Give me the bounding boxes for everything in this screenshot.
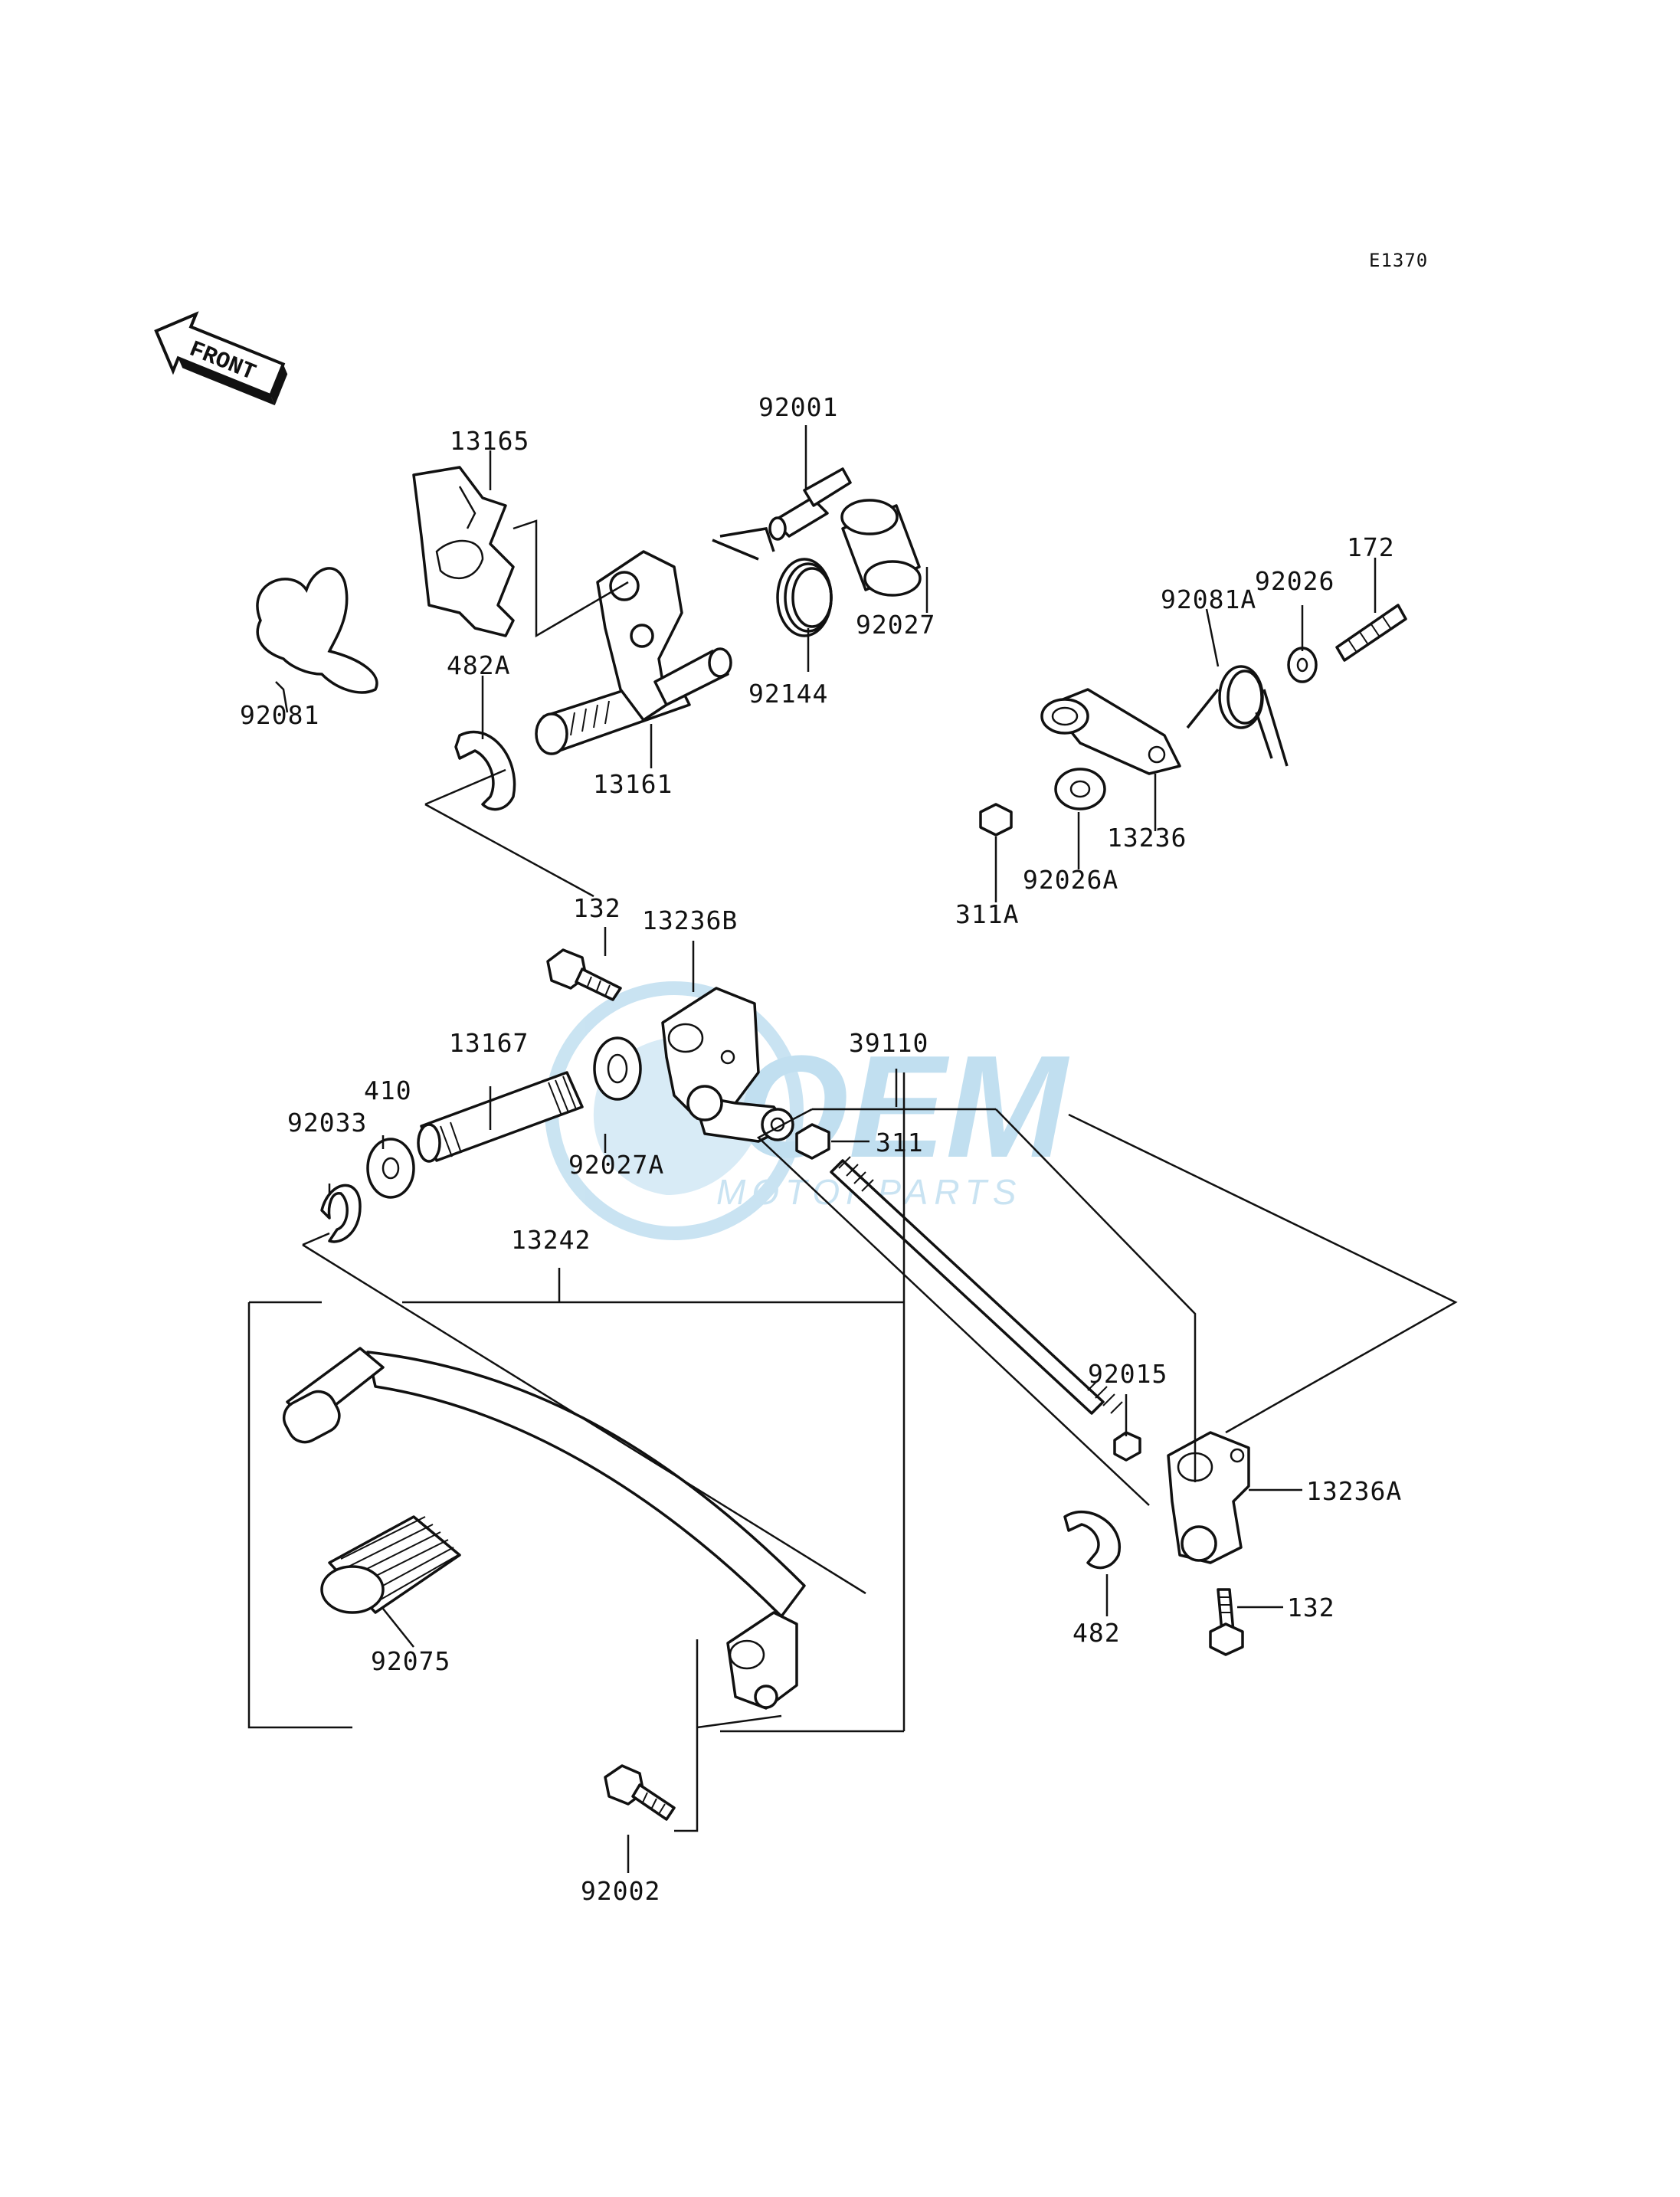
label-172: 172	[1347, 532, 1395, 562]
shaft-13167	[417, 1071, 584, 1163]
washer-92026A	[1054, 768, 1106, 810]
label-92033: 92033	[287, 1108, 367, 1138]
label-92015: 92015	[1088, 1359, 1167, 1389]
circlip-482	[1063, 1511, 1122, 1570]
label-13236A: 13236A	[1306, 1476, 1402, 1506]
label-311A: 311A	[955, 899, 1019, 929]
lever-13236A	[1167, 1431, 1250, 1564]
washer-92026	[1287, 647, 1318, 683]
nut-311	[795, 1123, 830, 1160]
leader-lines	[247, 425, 1458, 1873]
spring-92144	[712, 527, 833, 637]
bolt-132-upper	[546, 948, 622, 1001]
diagram-code: E1370	[1369, 250, 1428, 271]
circlip-92033	[320, 1184, 362, 1243]
arm-13236	[1040, 688, 1181, 775]
label-13236B: 13236B	[642, 905, 738, 935]
label-13165: 13165	[450, 426, 529, 456]
watermark-brand: OEM	[735, 1026, 1070, 1188]
plate-13165	[412, 466, 515, 637]
label-311: 311	[876, 1128, 924, 1157]
pin-92001	[768, 467, 852, 541]
label-92002: 92002	[581, 1876, 660, 1906]
label-92026: 92026	[1255, 566, 1335, 596]
label-92026A: 92026A	[1023, 865, 1118, 895]
label-13236: 13236	[1107, 823, 1187, 853]
label-92075: 92075	[371, 1646, 450, 1676]
washer-92027A	[593, 1036, 642, 1101]
label-13242: 13242	[511, 1225, 591, 1255]
label-13161: 13161	[593, 769, 673, 799]
label-410: 410	[364, 1076, 412, 1105]
front-arrow-icon: FRONT	[154, 311, 288, 406]
nut-311A	[979, 803, 1013, 837]
stud-172	[1335, 604, 1407, 662]
pedal-13242	[282, 1347, 806, 1710]
tie-rod-39110	[830, 1156, 1123, 1415]
label-92144: 92144	[748, 679, 828, 709]
label-132-lower: 132	[1287, 1593, 1335, 1622]
label-92027A: 92027A	[568, 1150, 664, 1180]
label-92001: 92001	[758, 392, 838, 422]
circlip-482A	[454, 730, 516, 811]
bolt-132-lower	[1209, 1588, 1244, 1656]
gasket-92081	[256, 567, 378, 694]
label-482A: 482A	[447, 650, 510, 680]
label-39110: 39110	[849, 1028, 928, 1058]
label-92081A: 92081A	[1161, 584, 1256, 614]
shift-shaft-13161	[535, 550, 732, 755]
label-132-upper: 132	[573, 893, 621, 923]
label-92081: 92081	[240, 700, 319, 730]
washer-410	[366, 1138, 415, 1199]
collar-92027	[840, 499, 922, 597]
label-482: 482	[1073, 1618, 1121, 1648]
bolt-92002	[604, 1764, 676, 1821]
label-13167: 13167	[449, 1028, 529, 1058]
rubber-92075	[320, 1515, 461, 1614]
spring-92081A	[1186, 665, 1289, 767]
label-92027: 92027	[856, 610, 935, 640]
nut-92015	[1113, 1431, 1141, 1462]
